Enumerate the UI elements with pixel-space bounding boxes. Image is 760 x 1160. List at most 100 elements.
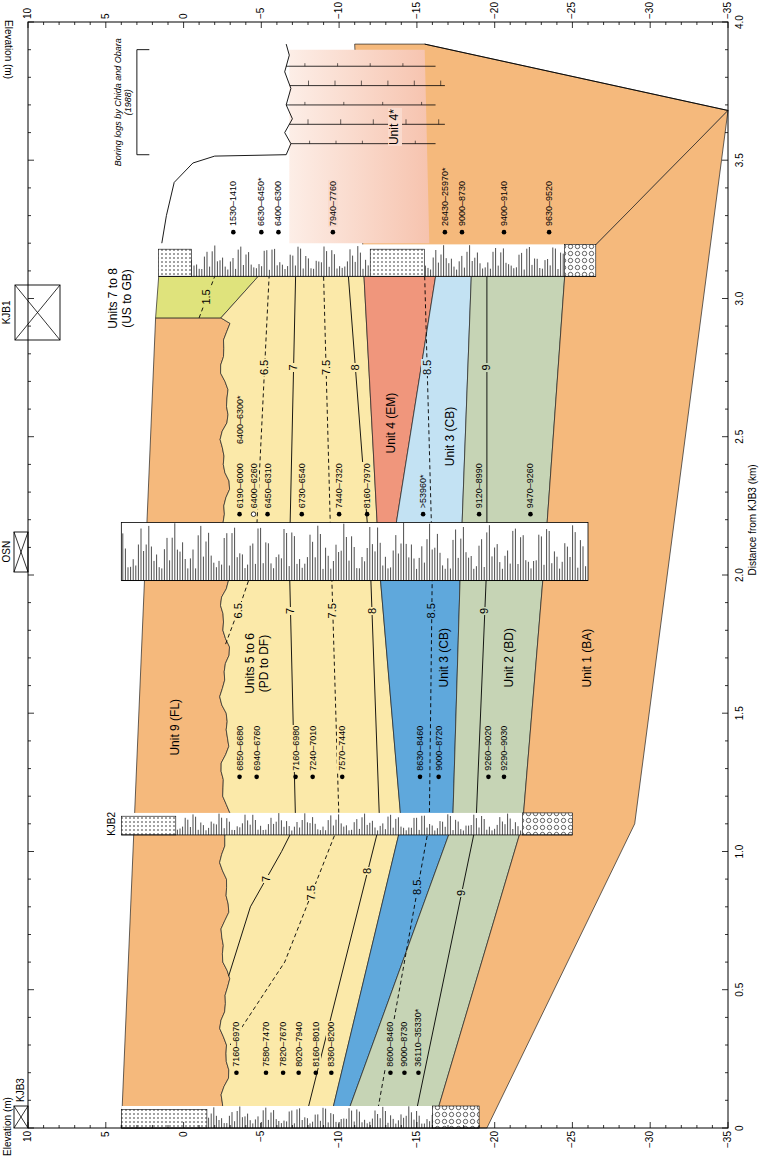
tick-label: 1.5	[734, 706, 746, 720]
tick-label: 0	[178, 1131, 190, 1137]
date-dot	[502, 230, 507, 235]
tick-label: −5	[255, 1131, 267, 1142]
date-dot	[340, 775, 345, 780]
radiocarbon-date: 26430–25970*	[440, 167, 450, 228]
log-axis	[121, 834, 572, 835]
isochron-line	[417, 276, 487, 1108]
radiocarbon-date: 9400–9140	[499, 180, 509, 227]
unit-label: Unit 3 (CB)	[444, 407, 458, 466]
boring-log	[286, 66, 435, 67]
borehole-site-box	[15, 285, 60, 340]
tick-label: −10	[333, 2, 345, 19]
isochron-age: 7	[260, 875, 273, 883]
axis-title: Elevation (m)	[2, 1097, 14, 1156]
radiocarbon-date: 9630–9520	[544, 180, 554, 227]
tick-label: −15	[411, 1131, 423, 1148]
date-dot	[337, 512, 342, 517]
isochron-age: 8	[366, 607, 379, 615]
tick-label: 5	[100, 13, 112, 19]
radiocarbon-date: 7160–6970	[231, 1021, 241, 1068]
date-dot	[293, 775, 298, 780]
tick-label: 0.5	[734, 983, 746, 997]
isochron-age: 7.5	[305, 884, 318, 901]
plot-frame	[28, 22, 728, 1128]
tick-label: 0	[178, 13, 190, 19]
isochron-age: 8.5	[421, 359, 434, 376]
isochron-age: 9	[455, 889, 468, 897]
radiocarbon-date: 8020–7940	[294, 1021, 304, 1068]
radiocarbon-date: 9000–8730	[457, 180, 467, 227]
radiocarbon-date: 7940–7760	[328, 180, 338, 227]
ground-line	[162, 155, 286, 244]
unit-label: Unit 4 (EM)	[385, 393, 399, 454]
radiocarbon-date: 7570–7440	[337, 725, 347, 772]
borehole-log	[121, 813, 572, 835]
sand-interval	[159, 249, 192, 276]
tick-label: −35	[722, 1131, 734, 1148]
date-dot	[402, 1070, 407, 1075]
borehole-site-box	[14, 1106, 28, 1128]
log-axis	[159, 276, 596, 277]
radiocarbon-date: 7160–6980	[291, 725, 301, 772]
boring-log-ticks	[305, 102, 422, 105]
tick-label: 10	[22, 1131, 34, 1142]
radiocarbon-date: 36110–35330*	[413, 1008, 423, 1068]
tick-label: 4.0	[734, 15, 746, 29]
radiocarbon-date: 7820–7670	[278, 1021, 288, 1068]
tick-label: −30	[644, 2, 656, 19]
borehole-log	[121, 1106, 479, 1128]
borehole-name: KJB3	[15, 1078, 27, 1102]
isochron-age: 6.5	[232, 602, 245, 619]
borehole-site-cross	[14, 1106, 28, 1128]
tick-label: 3.0	[734, 292, 746, 306]
tick-label: −25	[566, 2, 578, 19]
date-dot-open	[251, 512, 256, 517]
unit-label: Unit 3 (CB)	[438, 628, 452, 687]
date-dot	[299, 512, 304, 517]
borehole-name: KJB1	[1, 300, 13, 324]
radiocarbon-date: 9470–9260	[525, 462, 535, 509]
radiocarbon-date: 8630–8460	[415, 725, 425, 772]
radiocarbon-date: 6850–6680	[235, 725, 245, 772]
radiocarbon-date: 6400–6300	[273, 180, 283, 227]
axis-title: Elevation (m)	[2, 21, 14, 80]
borehole-log	[121, 523, 588, 581]
gravel-interval	[565, 244, 596, 276]
boring-log	[290, 85, 445, 86]
tick-label: 0	[734, 1125, 746, 1131]
isochron-age: 6.5	[258, 359, 271, 376]
tick-label: 10	[22, 8, 34, 19]
radiocarbon-date: 8160–7970	[362, 462, 372, 509]
tick-label: −30	[644, 1131, 656, 1148]
tick-label: −25	[566, 1131, 578, 1148]
tick-label: 2.0	[734, 568, 746, 582]
isochron-age: 9	[480, 363, 493, 371]
unit-label: Unit 9 (FL)	[169, 699, 183, 756]
date-dot	[329, 1070, 334, 1075]
unit-label: Unit 1 (BA)	[581, 629, 595, 688]
unit-fill	[121, 318, 230, 1128]
radiocarbon-date: 9120–8990	[474, 462, 484, 509]
radiocarbon-date: 1530–1410	[228, 180, 238, 227]
boring-log	[286, 104, 435, 105]
date-dot	[416, 1070, 421, 1075]
borehole-site-cross	[14, 532, 28, 572]
isochron-age: 7	[287, 363, 300, 371]
tick-label: −20	[489, 1131, 501, 1148]
tick-label: −20	[489, 2, 501, 19]
log-axis	[121, 580, 588, 581]
borehole-name: KJB2	[106, 812, 118, 836]
tick-label: −10	[333, 1131, 345, 1148]
date-dot	[547, 230, 552, 235]
date-dot	[237, 775, 242, 780]
boring-log-ticks	[305, 63, 403, 66]
isochron-line	[226, 276, 270, 644]
radiocarbon-date: 6190–6000	[235, 462, 245, 509]
date-dot	[443, 230, 448, 235]
radiocarbon-date: 8160–8010	[311, 1021, 321, 1068]
radiocarbon-date: 8600–8460	[385, 1021, 395, 1068]
boring-log	[291, 143, 436, 144]
log-bars	[191, 245, 563, 276]
date-dot	[388, 1070, 393, 1075]
